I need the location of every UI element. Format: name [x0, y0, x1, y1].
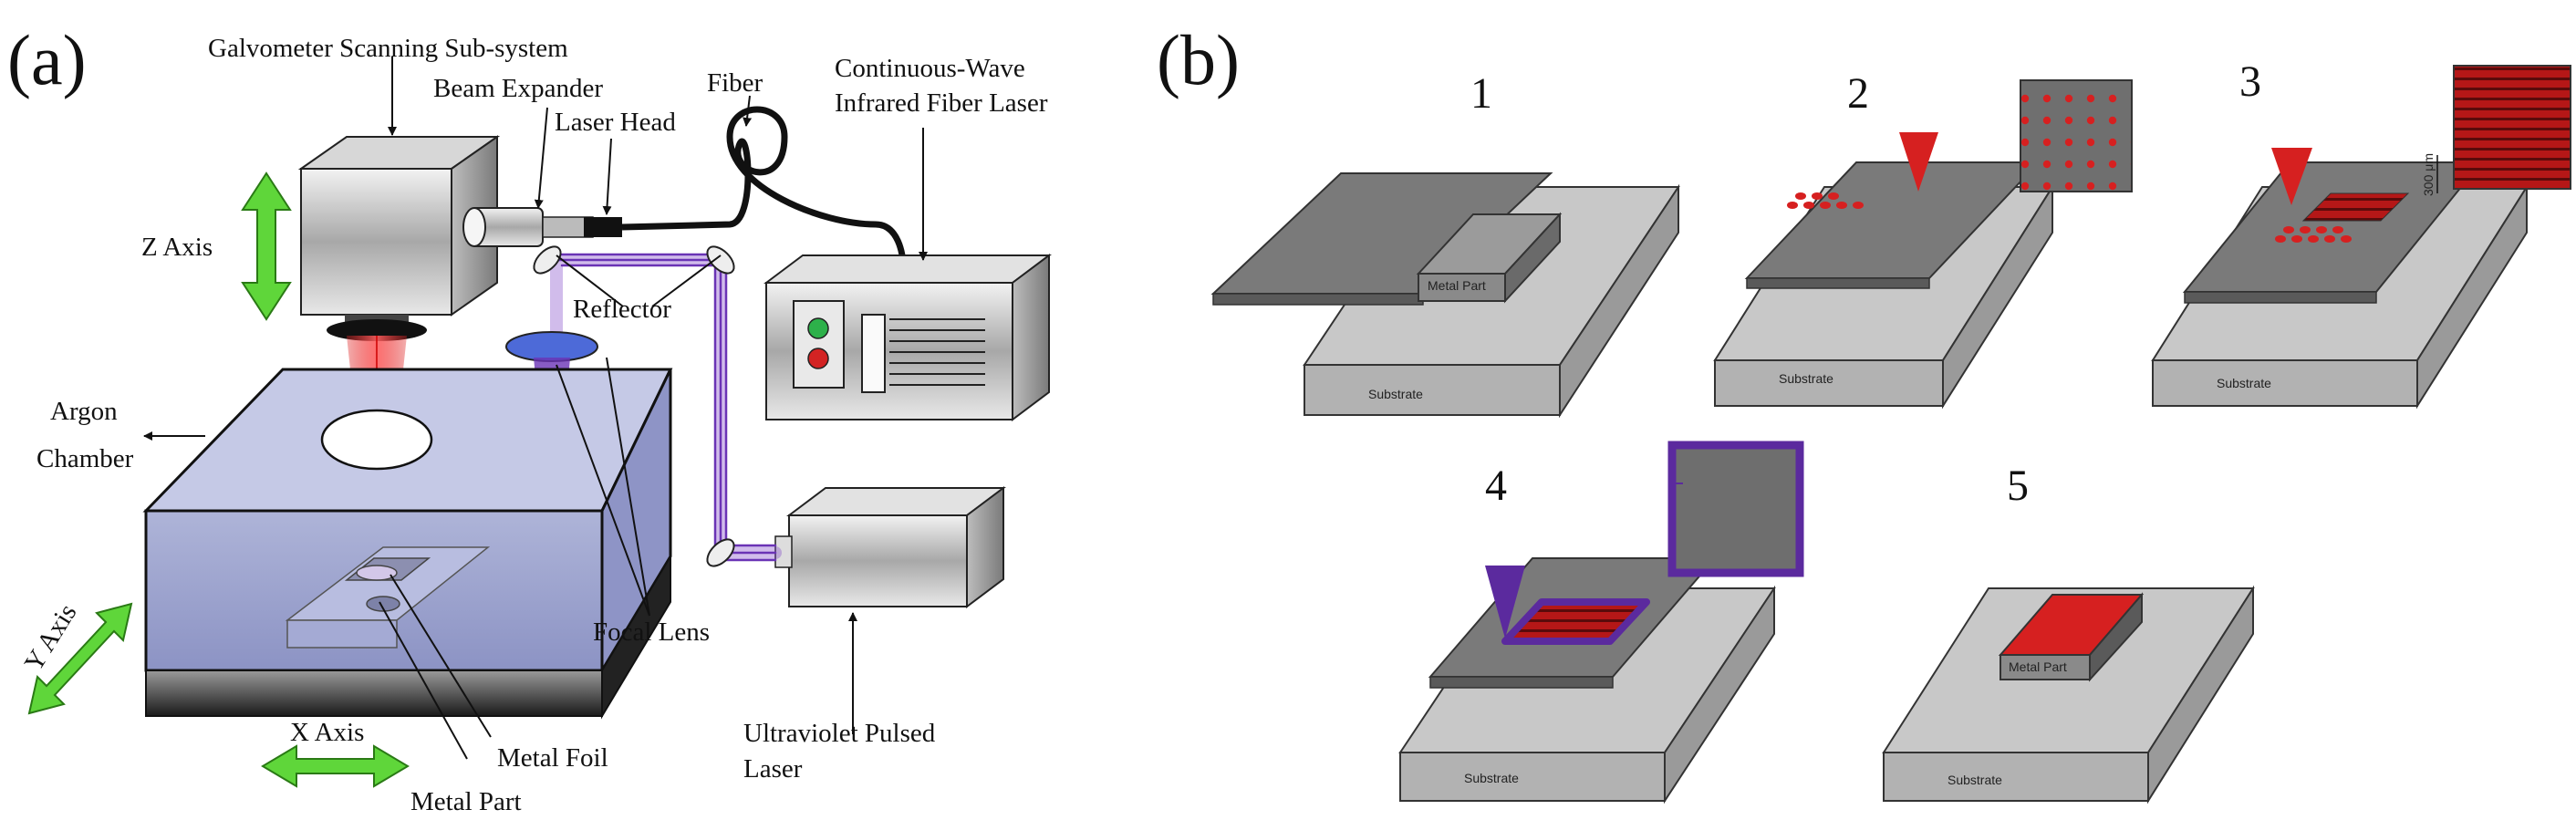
step-3-substrate: Substrate [2217, 376, 2271, 390]
step-3: 3 Substrate 300 μm [2151, 57, 2571, 410]
step-1-substrate: Substrate [1368, 387, 1423, 401]
argon-chamber [142, 368, 673, 720]
step-3-inset [2453, 65, 2571, 190]
label-focal-lens: Focal Lens [593, 618, 710, 647]
label-laser-head: Laser Head [555, 108, 676, 137]
z-axis-arrow [241, 171, 292, 321]
panel-b: (b) 1 Substrate Metal Part 2 Substrate [1157, 20, 2571, 804]
step-5-number: 5 [2007, 462, 2029, 510]
focal-lens [505, 331, 598, 362]
label-metal-part: Metal Part [410, 787, 522, 816]
step-2: 2 Substrate [1713, 69, 2133, 410]
fiber-cable [621, 106, 907, 265]
label-beam-expander: Beam Expander [433, 74, 603, 103]
step-3-scale: 300 μm [2421, 153, 2436, 196]
step-2-inset [2020, 79, 2133, 192]
panel-a: (a) [7, 20, 1052, 816]
label-uv-2: Laser [743, 754, 803, 784]
label-reflector: Reflector [573, 295, 671, 324]
beam-expander [462, 207, 622, 247]
mirror-3 [706, 538, 735, 567]
cw-fiber-laser [763, 254, 1052, 421]
step-1: 1 Substrate Metal Part [1210, 69, 1680, 419]
step-4-number: 4 [1485, 462, 1507, 510]
step-5-metal-part: Metal Part [2009, 659, 2067, 674]
step-2-laser-dots [1787, 192, 1864, 209]
step-2-number: 2 [1847, 69, 1869, 118]
uv-pulsed-laser [774, 486, 1006, 608]
label-fiber: Fiber [707, 68, 763, 98]
step-2-substrate: Substrate [1779, 371, 1833, 386]
step-3-hatch [2301, 192, 2410, 222]
step-3-laser-dots [2275, 226, 2352, 243]
label-argon-1: Argon [50, 397, 118, 426]
step-4-substrate: Substrate [1464, 771, 1519, 785]
label-z-axis: Z Axis [141, 233, 213, 262]
y-axis-arrow [27, 602, 133, 715]
label-x-axis: X Axis [290, 718, 364, 747]
mirror-1 [533, 245, 562, 275]
label-cw-laser-2: Infrared Fiber Laser [835, 88, 1048, 118]
step-1-metal-part: Metal Part [1428, 278, 1486, 293]
step-1-number: 1 [1470, 69, 1492, 118]
step-4: 4 Substrate [1398, 441, 1804, 804]
x-axis-arrow [261, 744, 410, 788]
step-4-uv-cone [1485, 566, 1525, 638]
step-4-inset [1667, 441, 1804, 577]
step-3-number: 3 [2239, 57, 2261, 106]
panel-a-letter: (a) [7, 20, 87, 99]
label-cw-laser-1: Continuous-Wave [835, 54, 1025, 83]
step-4-cut-outline [1501, 598, 1650, 645]
label-galvo: Galvometer Scanning Sub-system [208, 34, 568, 63]
label-metal-foil: Metal Foil [497, 743, 608, 773]
step-2-laser-cone [1899, 132, 1938, 192]
step-5: 5 Substrate Metal Part [1882, 462, 2255, 804]
step-3-laser-cone [2271, 148, 2312, 205]
mirror-2 [706, 245, 735, 275]
label-argon-2: Chamber [36, 444, 134, 473]
panel-b-letter: (b) [1157, 20, 1240, 99]
leader-lines [143, 57, 928, 760]
label-uv-1: Ultraviolet Pulsed [743, 719, 936, 748]
step-5-substrate: Substrate [1948, 773, 2002, 787]
